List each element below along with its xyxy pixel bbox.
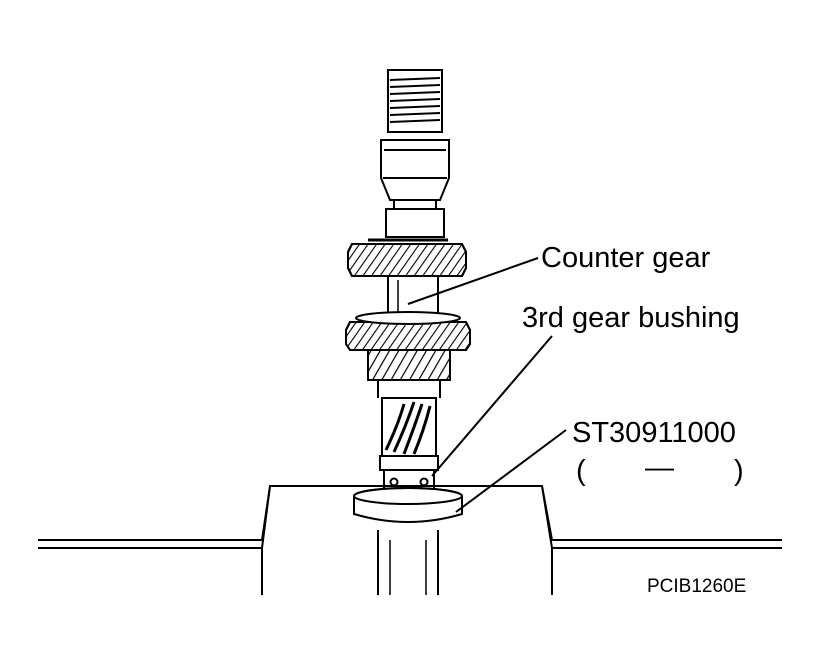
- label-counter-gear: Counter gear: [541, 242, 711, 274]
- special-tool: [353, 487, 463, 523]
- press-ram: [380, 69, 450, 238]
- label-tool-paren-open: (: [576, 455, 586, 487]
- leader-bushing: [431, 335, 553, 477]
- label-tool-dash: —: [645, 452, 674, 484]
- figure-code: PCIB1260E: [647, 576, 747, 597]
- helical-gear: [367, 349, 451, 398]
- pinion: [379, 397, 439, 471]
- press-bed: [38, 485, 782, 595]
- leader-lines: [407, 257, 567, 513]
- label-third-gear-bushing: 3rd gear bushing: [522, 302, 740, 334]
- counter-gear-lower: [345, 311, 471, 351]
- leader-counter-gear: [407, 257, 539, 305]
- label-tool-paren-close: ): [734, 455, 744, 487]
- counter-gear-upper: [347, 238, 467, 277]
- leader-tool: [455, 429, 567, 513]
- label-tool-number: ST30911000: [572, 417, 736, 449]
